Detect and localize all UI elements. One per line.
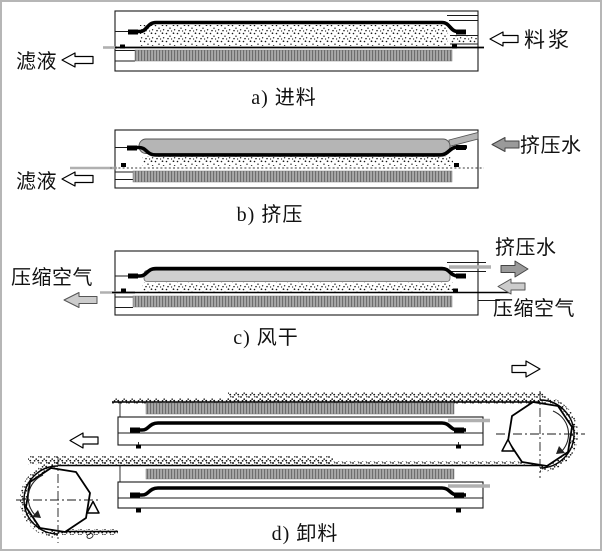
- membrane-clamp-left: [127, 145, 137, 151]
- cake-curl: [86, 533, 94, 539]
- label-compressed-air-right: 压缩空气: [493, 297, 575, 320]
- diaphragm-membrane: [132, 421, 466, 432]
- belt-clamp-right: [452, 44, 457, 49]
- rotation-arc: [27, 474, 44, 516]
- drainage-layer: [132, 295, 453, 308]
- belt-clamp-right: [456, 444, 461, 449]
- panel-a-assembly: [103, 10, 484, 72]
- label-squeeze-water-c: 挤压水: [495, 236, 557, 259]
- diaphragm-membrane: [129, 145, 467, 157]
- clamp-stems: [138, 442, 459, 445]
- discharge-speckle: [58, 529, 118, 535]
- caption-d: d) 卸料: [272, 522, 339, 545]
- membrane-clamp-right: [454, 427, 464, 433]
- label-filtrate-a: 滤液: [16, 50, 57, 73]
- label-slurry: 料浆: [524, 28, 572, 52]
- caption-b: b) 挤压: [237, 203, 304, 226]
- panel-d-assembly: [16, 391, 585, 543]
- membrane-clamp-left: [130, 492, 140, 498]
- frame-channel-lines: [118, 402, 483, 434]
- rotation-arrowhead-icon: [556, 446, 565, 454]
- diaphragm-membrane: [132, 486, 466, 497]
- panel-c-assembly: [100, 250, 509, 316]
- slurry-inlet-channel: [451, 36, 478, 44]
- compressed-air-out-arrow-icon: [63, 292, 98, 308]
- cake-layer: [142, 282, 453, 292]
- belt-clamp-right: [454, 163, 459, 167]
- filtrate-out-arrow-b-icon: [61, 171, 94, 187]
- panel-b-assembly: [70, 129, 484, 189]
- frame-channel-lines: [115, 262, 500, 308]
- roller-centerlines: [16, 457, 101, 543]
- frame-channel-lines: [115, 147, 133, 180]
- frame-channel-lines: [115, 15, 478, 62]
- rotation-arc: [552, 410, 570, 452]
- drainage-layer: [145, 468, 455, 480]
- membrane-clamp-right: [456, 29, 466, 35]
- filtrate-out-arrow-a-icon: [61, 52, 94, 68]
- slurry-cake-layer: [140, 25, 448, 46]
- membrane-clamp-right: [456, 145, 466, 150]
- belt-direction-right-arrow-icon: [511, 360, 541, 378]
- cake-layer: [142, 156, 453, 166]
- pressing-water-bladder: [138, 138, 451, 154]
- squeeze-water-out-arrow-icon: [500, 260, 529, 278]
- scraper-triangle-icon: [501, 438, 515, 452]
- caption-a: a) 进料: [251, 86, 317, 109]
- membrane-clamp-left: [128, 273, 138, 279]
- filter-frame: [117, 481, 484, 509]
- lower-cake-band: [28, 456, 333, 465]
- drainage-layer: [132, 170, 453, 183]
- belt-clamp-left: [136, 508, 141, 513]
- diaphragm-membrane: [130, 266, 466, 278]
- flow-arrows: [61, 31, 541, 449]
- scraper-triangle-icon: [86, 500, 100, 514]
- right-roller: [496, 391, 585, 478]
- labels: 滤液 料浆 a) 进料 滤液 挤压水 b) 挤压 压缩空气 挤压水 压缩空气 c…: [11, 28, 582, 545]
- upper-filter-plate: [117, 402, 490, 449]
- belt-direction-left-arrow-icon: [69, 432, 99, 449]
- membrane-clamp-right: [454, 492, 464, 498]
- drainage-layer: [134, 49, 453, 62]
- membrane-clamp-right: [456, 273, 466, 279]
- lower-filter-plate: [117, 465, 490, 513]
- drainage-layer: [145, 402, 455, 415]
- label-filtrate-b: 滤液: [16, 170, 57, 193]
- belt-wrap-right-speckle: [539, 396, 578, 472]
- membrane-clamp-left: [128, 29, 138, 35]
- label-compressed-air-left: 压缩空气: [11, 266, 93, 289]
- belt-clamp-left: [136, 444, 141, 449]
- compressed-air-in-arrow-icon: [497, 278, 526, 295]
- upper-cake-band: [228, 392, 545, 402]
- belt-clamp-right: [453, 288, 458, 293]
- deflated-bladder: [143, 270, 451, 282]
- rotation-arrowhead-icon: [32, 510, 41, 518]
- left-roller: [16, 457, 101, 543]
- belt-clamp-left: [121, 288, 126, 293]
- caption-c: c) 风干: [233, 327, 299, 349]
- slurry-in-arrow-icon: [489, 31, 519, 47]
- label-squeeze-water-b: 挤压水: [520, 134, 582, 157]
- belt-clamp-right: [456, 508, 461, 513]
- squeeze-water-in-arrow-icon: [491, 137, 520, 152]
- belt-clamp-left: [121, 163, 126, 167]
- frame-channel-lines: [118, 465, 483, 499]
- membrane-clamp-left: [130, 427, 140, 433]
- belt-clamp-left: [120, 44, 125, 49]
- diaphragm-membrane: [130, 20, 466, 34]
- roller-centerlines: [496, 391, 585, 478]
